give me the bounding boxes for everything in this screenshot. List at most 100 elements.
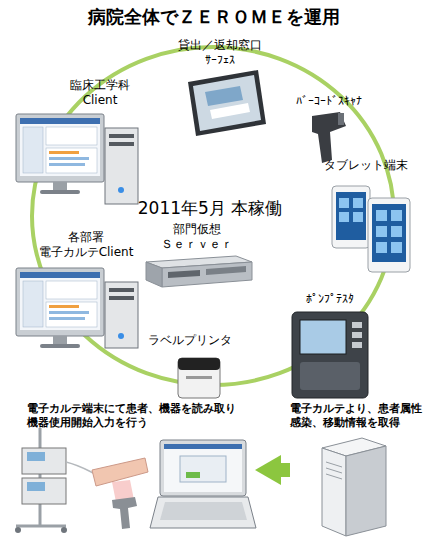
window-row: [49, 163, 85, 166]
device-node: タブレット端末: [318, 158, 415, 276]
monitor-stand: [53, 336, 67, 344]
screen-window: [205, 86, 243, 106]
surface-tablet: [188, 70, 266, 136]
drive-bay: [326, 468, 342, 473]
monitor-screen: [20, 272, 100, 330]
window-panel: [23, 127, 43, 173]
app-icon: [339, 212, 349, 222]
server-side: [346, 446, 386, 536]
scanner-window: [338, 113, 344, 125]
server-front: [162, 262, 252, 287]
tablet-screen: [336, 192, 366, 240]
scanner-body: [312, 112, 346, 163]
device-node: 各部署 電子カルテClient: [12, 230, 144, 350]
app-icon: [339, 198, 349, 208]
monitor-bezel: [16, 268, 104, 336]
tester-button: [352, 342, 362, 348]
laptop-screen: [164, 444, 242, 492]
printer-slot: [186, 376, 212, 379]
device-label: 貸出／返却窓口 ｻｰﾌｪｽ: [174, 38, 266, 68]
pc-tower: [105, 128, 138, 204]
window-bar: [164, 444, 242, 449]
tablet-screen: [193, 75, 261, 131]
infusion-pump: [15, 428, 148, 533]
tablet-frame: [368, 198, 410, 272]
tablet-screen: [372, 204, 406, 262]
window-panel: [46, 127, 97, 145]
app-icon: [376, 210, 387, 221]
device-label: 部門仮想 Ｓｅｒｖｅｒ: [157, 222, 237, 252]
iv-pole: [39, 428, 42, 526]
window-row: [49, 311, 89, 314]
pump-unit: [22, 478, 66, 504]
monitor-base: [40, 344, 80, 348]
caster: [15, 527, 21, 533]
drive-slot: [109, 134, 134, 138]
tester-body: [292, 312, 368, 398]
app-icon: [391, 242, 402, 253]
device-node: 臨床工学科 Client: [15, 78, 140, 205]
laptop-lid: [160, 440, 246, 496]
monitor-screen: [20, 118, 100, 176]
window-bar: [20, 118, 100, 124]
drive-slot: [109, 288, 134, 292]
tester-port: [300, 362, 360, 390]
tester-button: [352, 322, 362, 328]
server-bay: [206, 266, 246, 275]
pump-display: [27, 482, 45, 491]
pump-unit: [22, 448, 66, 474]
label-printer: [178, 358, 220, 398]
pc-tower: [105, 282, 138, 348]
dialog-button: [186, 472, 200, 478]
window-row: [49, 305, 79, 308]
device-node: ﾎﾟﾝﾌﾟﾃｽﾀ: [285, 292, 375, 400]
tablet-frame: [188, 70, 266, 136]
device-label: 電子カルテ端末にて患者、機器を読み取り 機器使用開始入力を行う: [27, 402, 245, 430]
device-label: タブレット端末: [320, 158, 412, 173]
tester-button: [352, 332, 362, 338]
window-panel: [46, 148, 97, 173]
laptop-base: [150, 497, 256, 528]
server-side: [146, 262, 162, 287]
note-label: 2011年5月 本稼働: [115, 198, 305, 218]
pc-illustration: [16, 114, 138, 204]
window-panel: [46, 302, 97, 327]
monitor-stand: [53, 182, 67, 190]
dialog-window: [180, 456, 226, 482]
handheld-scanner: [112, 497, 137, 529]
app-icon: [353, 198, 363, 208]
printer-body: [178, 358, 220, 398]
drive-slot: [109, 296, 134, 300]
device-node: 部門仮想 Ｓｅｒｖｅｒ: [135, 222, 260, 292]
device-node: 電子カルテ端末にて患者、機器を読み取り 機器使用開始入力を行う: [5, 402, 255, 535]
pc-illustration: [16, 268, 138, 348]
pump-display: [27, 452, 45, 461]
window-panel: [23, 281, 43, 327]
device-node: 電子カルテより、患者属性 感染、移動情報を取得: [290, 402, 425, 535]
pump-tester: [292, 312, 368, 398]
app-icon: [376, 242, 387, 253]
device-label: 電子カルテより、患者属性 感染、移動情報を取得: [290, 402, 425, 430]
power-light: [118, 187, 124, 193]
device-label: ラベルプリンタ: [145, 333, 235, 348]
drive-slot: [109, 142, 134, 146]
power-light: [118, 333, 124, 339]
app-icon: [391, 210, 402, 221]
laptop: [150, 440, 256, 528]
device-label: ﾎﾟﾝﾌﾟﾃｽﾀ: [290, 292, 370, 307]
window-bar: [20, 272, 100, 278]
data-flow-arrow: [281, 463, 290, 477]
drive-bay: [326, 474, 342, 479]
device-label: 各部署 電子カルテClient: [34, 230, 138, 260]
monitor-bezel: [16, 114, 104, 182]
pole-base: [16, 525, 66, 528]
device-label: ﾊﾞｰｺｰﾄﾞｽｷｬﾅ: [287, 94, 371, 109]
device-node: ﾊﾞｰｺｰﾄﾞｽｷｬﾅ: [285, 94, 373, 166]
server-front: [322, 448, 346, 536]
tower-server: [322, 438, 386, 536]
tablet-terminals: [332, 186, 410, 272]
app-icon: [376, 226, 387, 237]
